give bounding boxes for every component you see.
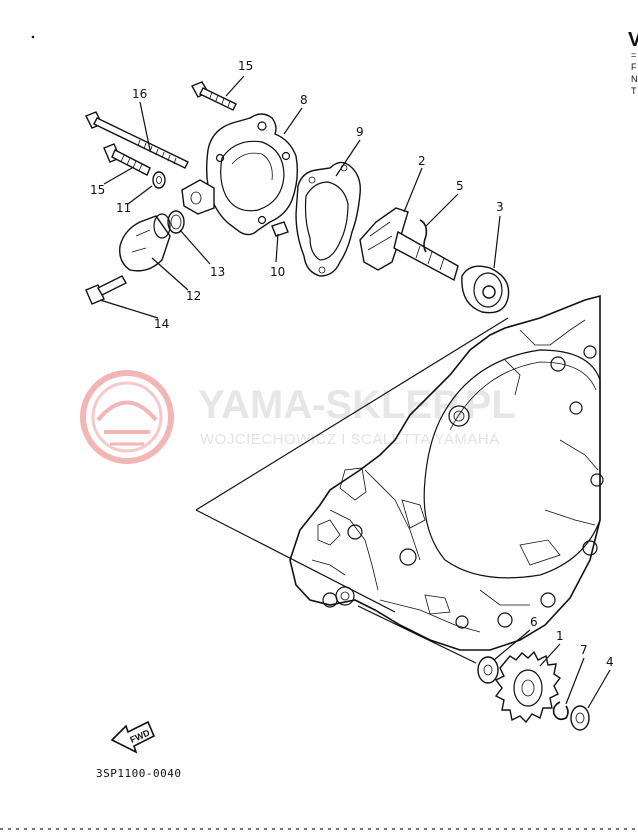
stray-dot [31, 35, 35, 39]
callout-label: 15 [90, 183, 105, 197]
callout-label: 13 [210, 265, 225, 279]
edge-text: V = F N T [628, 29, 638, 96]
bolt-15-lower [103, 143, 151, 176]
callout-label: 10 [270, 265, 285, 279]
bolt-14 [85, 275, 127, 305]
callout-label: 9 [356, 125, 364, 139]
gasket-9 [295, 161, 361, 277]
washer-6 [477, 656, 499, 684]
callout-label: 12 [186, 289, 201, 303]
callout-label: 2 [418, 154, 426, 168]
callout-label: 4 [606, 655, 614, 669]
callout-label: 7 [580, 643, 588, 657]
washer-4 [570, 705, 590, 731]
pump-housing-8 [181, 113, 299, 236]
watermark-subtitle: WOJCIECHOWICZ I SCALETTA YAMAHA [200, 431, 500, 448]
callout-label: 16 [132, 87, 147, 101]
watermark: YAMA-SKLEP.PL WOJCIECHOWICZ I SCALETTA Y… [80, 370, 516, 464]
clip-5 [419, 219, 428, 253]
bearing-3 [461, 265, 510, 314]
part-code: 3SP1100-0040 [96, 767, 181, 780]
washer-11 [152, 171, 166, 189]
callout-label: 8 [300, 93, 308, 107]
circlip-7 [552, 701, 569, 721]
edge-text-line: T [631, 86, 637, 96]
callout-label: 6 [530, 615, 538, 629]
o-ring-13 [167, 210, 185, 234]
edge-text-line: N [631, 74, 638, 84]
callout-label: 14 [154, 317, 169, 331]
callouts: 15 16 8 9 2 5 3 15 11 13 10 12 14 6 1 7 … [90, 59, 614, 669]
fwd-arrow: FWD [110, 720, 156, 754]
gear-1 [494, 650, 562, 724]
callout-label: 1 [556, 629, 564, 643]
bolt-15-upper [191, 81, 237, 111]
elbow-fitting-12 [119, 213, 171, 272]
callout-label: 11 [116, 201, 131, 215]
leader-lines [99, 75, 611, 709]
watermark-logo [80, 370, 174, 464]
reference-lines [195, 317, 509, 664]
impeller-shaft-2 [359, 207, 459, 282]
edge-text-line: = [631, 50, 636, 60]
callout-label: 15 [238, 59, 253, 73]
callout-label: 5 [456, 179, 464, 193]
dowel-pin-10 [271, 221, 289, 237]
edge-text-big: V [628, 29, 638, 51]
callout-label: 3 [496, 200, 504, 214]
edge-text-line: F [631, 62, 637, 72]
bolt-16-long [85, 111, 189, 169]
crankcase-housing [289, 294, 604, 651]
